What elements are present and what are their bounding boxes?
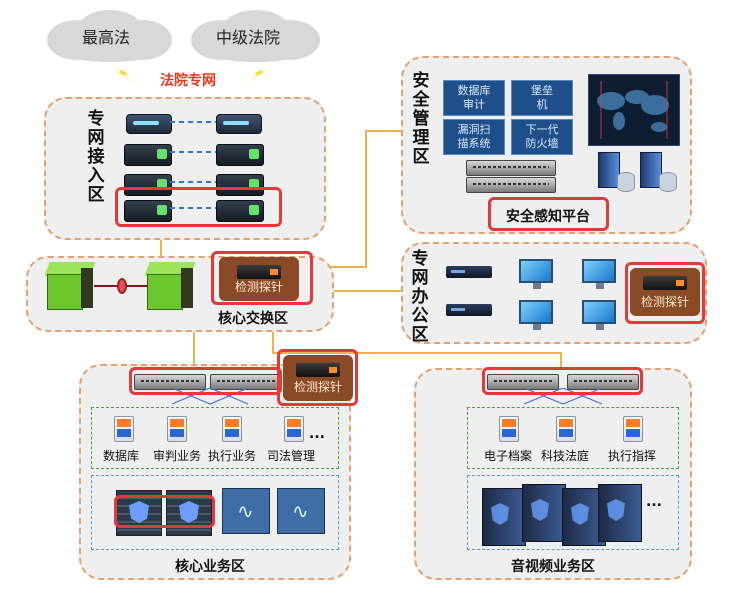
highlight-probe-business [277, 349, 358, 406]
cloud-label-intermediate-court: 中级法院 [216, 28, 281, 47]
storage-server-icon [277, 488, 325, 534]
probe-core-switch: 检测探针 [219, 257, 299, 301]
service-trial-icon [167, 416, 187, 442]
highlight-probe-core [211, 251, 313, 305]
av-server-icon [482, 488, 526, 546]
service-label-trial: 审判业务 [153, 449, 202, 463]
av-switch-icon [487, 374, 559, 390]
zone-label-office: 专网办公区 [411, 249, 429, 345]
service-label-database: 数据库 [103, 449, 140, 463]
service-database-icon [114, 416, 134, 442]
service-label-judicial: 司法管理 [267, 449, 316, 463]
router-icon [126, 114, 172, 134]
link-line [272, 352, 562, 354]
switch-icon [216, 144, 264, 166]
zone-label-security: 安全管理区 [412, 71, 430, 167]
security-tile-vuln-scan: 漏洞扫 描系统 [443, 119, 505, 155]
zone-label-core-switch: 核心交换区 [218, 311, 288, 327]
highlight-av-switch [482, 367, 643, 395]
server-rack-icon [466, 177, 556, 193]
router-icon [216, 114, 262, 134]
service-judicial-icon [284, 416, 304, 442]
probe-office: 检测探针 [630, 268, 700, 316]
probe-core-business: 检测探针 [283, 355, 353, 401]
business-switch-icon [134, 374, 206, 390]
link-line [160, 226, 162, 260]
switch-icon [216, 200, 264, 222]
highlight-access-edge [115, 187, 282, 227]
highlight-secure-servers [114, 495, 215, 528]
core-services-box [91, 407, 339, 469]
core-switch-icon [144, 262, 196, 310]
link-line [560, 352, 562, 370]
storage-server-icon [222, 488, 270, 534]
link-line [193, 332, 195, 368]
av-server-icon [598, 484, 642, 542]
security-tile-ngfw: 下一代 防火墙 [511, 119, 573, 155]
cloud-intermediate-court [191, 10, 320, 62]
office-switch-icon [446, 304, 492, 316]
court-network-label: 法院专网 [160, 73, 216, 89]
highlight-core-business-switch [129, 367, 282, 395]
server-tower-icon [598, 152, 620, 188]
service-court-tech-icon [556, 416, 576, 442]
server-tower-icon [640, 152, 662, 188]
link-ring-icon [117, 278, 127, 294]
workstation-icon [582, 259, 616, 289]
workstation-icon [519, 300, 553, 330]
workstation-icon [582, 300, 616, 330]
zone-label-av-business: 音视频业务区 [511, 559, 595, 575]
more-services-indicator: ... [309, 426, 325, 442]
lightning-icon [240, 62, 274, 86]
cloud-label-supreme-court: 最高法 [82, 28, 131, 47]
switch-icon [216, 174, 264, 196]
zone-label-core-business: 核心业务区 [175, 559, 245, 575]
link-line [365, 130, 367, 268]
av-services-box [467, 407, 679, 469]
service-label-command: 执行指挥 [608, 449, 657, 463]
link-line [313, 290, 403, 292]
av-switch-icon [567, 374, 639, 390]
database-icon [617, 172, 635, 192]
office-switch-icon [446, 266, 492, 278]
service-execution-icon [222, 416, 242, 442]
switch-icon [124, 174, 172, 196]
core-switch-icon [44, 262, 96, 310]
zone-label-network-access: 专网接入区 [87, 109, 105, 205]
av-servers-box [467, 475, 679, 550]
link-line [313, 266, 365, 268]
switch-icon [124, 200, 172, 222]
highlight-probe-office [625, 262, 705, 324]
link-line [365, 130, 405, 132]
service-archive-icon [499, 416, 519, 442]
service-command-icon [623, 416, 643, 442]
dashboard-map-screen [588, 74, 680, 146]
server-rack-icon [466, 160, 556, 176]
security-platform-label: 安全感知平台 [506, 209, 590, 225]
lightning-icon [108, 62, 142, 86]
highlight-security-platform [488, 197, 609, 231]
core-servers-box [91, 475, 339, 550]
av-server-icon [522, 484, 566, 542]
service-label-execution: 执行业务 [208, 449, 257, 463]
service-label-court-tech: 科技法庭 [541, 449, 590, 463]
security-tile-db-audit: 数据库 审计 [443, 80, 505, 116]
more-servers-indicator: ... [646, 494, 662, 510]
cloud-supreme-court [47, 10, 172, 62]
security-tile-bastion: 堡垒 机 [511, 80, 573, 116]
access-links [170, 121, 216, 209]
switch-icon [124, 144, 172, 166]
database-icon [659, 172, 677, 192]
service-label-archive: 电子档案 [484, 449, 533, 463]
link-line [272, 332, 274, 354]
workstation-icon [519, 259, 553, 289]
